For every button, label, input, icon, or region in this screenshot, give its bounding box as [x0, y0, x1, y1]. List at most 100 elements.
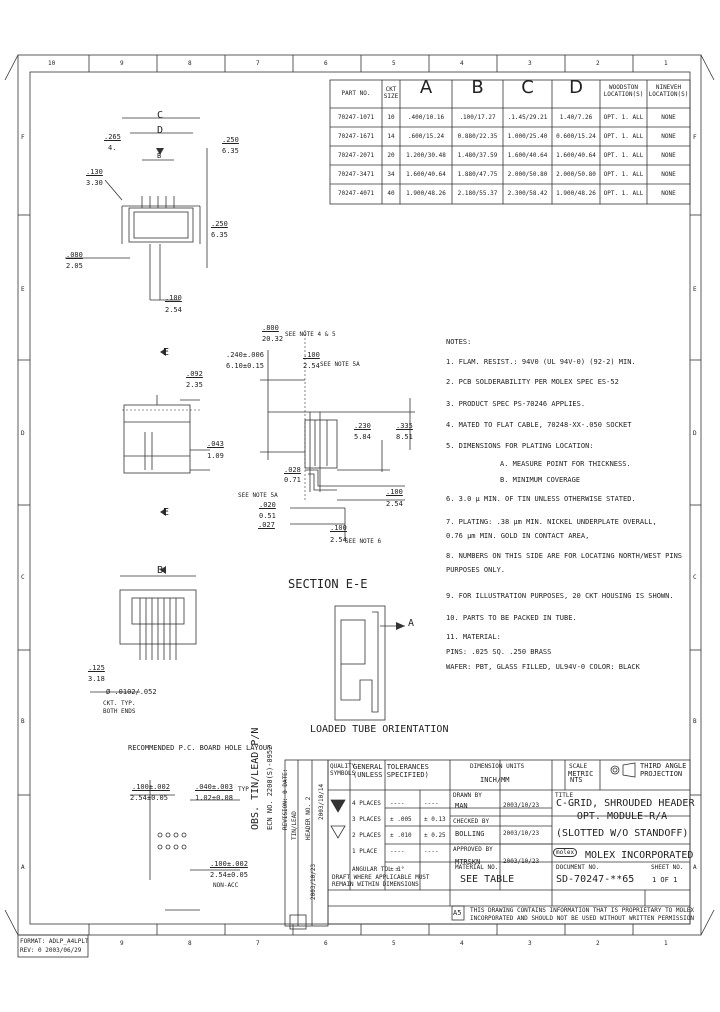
dimension-units: INCH/MM: [480, 776, 510, 784]
zone-col-5-bottom: 5: [392, 940, 396, 947]
table-cell: 70247-1671: [337, 133, 375, 140]
part-table-frame: [329, 79, 691, 205]
drawn-date: 2003/10/23: [503, 802, 540, 809]
section-title: SECTION E-E: [288, 577, 368, 591]
table-cell: 10: [387, 114, 395, 121]
dim-c-label: C: [157, 110, 164, 121]
drawing-title-line1: C-GRID, SHROUDED HEADER: [556, 798, 695, 809]
side-view-body: [123, 404, 191, 474]
drawn-by: MAN: [455, 802, 468, 810]
metric: METRIC: [568, 770, 594, 778]
dim-b-label: B: [157, 152, 162, 160]
table-cell: 70247-4071: [337, 190, 375, 197]
table-header-woodston: WOODSTON LOCATION(S): [603, 84, 644, 98]
table-cell: 1.600/40.64: [556, 152, 596, 159]
dim-125-mm: 3.18: [88, 675, 105, 683]
dim-100-section: .100: [303, 351, 320, 359]
quality-symbols-label: QUALITY SYMBOLS: [330, 763, 356, 777]
table-cell: NONE: [661, 152, 676, 159]
approved-by: MTRSKN: [455, 858, 481, 866]
draft-note: DRAFT WHERE APPLICABLE MUST REMAIN WITHI…: [332, 874, 430, 888]
obs-revision: REVISION: 0 DATE:: [282, 768, 289, 830]
title-block-frame: [327, 759, 691, 925]
zone-row-a-right: A: [693, 864, 697, 871]
zone-col-10: 10: [48, 60, 56, 67]
zone-row-f-right: F: [693, 134, 697, 141]
table-cell: 1.000/25.40: [507, 133, 548, 140]
tol-places: 2 PLACES: [352, 832, 381, 839]
zone-col-7: 7: [256, 60, 260, 67]
table-cell: 1.880/47.75: [457, 171, 498, 178]
doc-no-label: DOCUMENT NO.: [556, 864, 600, 871]
dim-hole-ckt: CKT. TYP.: [103, 700, 136, 707]
tol-places: 3 PLACES: [352, 816, 381, 823]
company-name: MOLEX INCORPORATED: [585, 850, 694, 861]
approved-by-label: APPROVED BY: [453, 846, 493, 853]
dim-hole-ends: BOTH ENDS: [103, 708, 136, 715]
tol-value-mm: ± 0.13: [424, 816, 446, 823]
table-cell: 14: [387, 133, 395, 140]
proprietary-line1: THIS DRAWING CONTAINS INFORMATION THAT I…: [470, 907, 694, 914]
table-cell: 1.200/30.48: [406, 152, 446, 159]
note-item: 5. DIMENSIONS FOR PLATING LOCATION:: [446, 442, 594, 450]
obs-tin-lead: OBS. TIN/LEAD P/N: [250, 727, 261, 830]
format-rev: REV: 0 2003/06/29: [20, 947, 82, 954]
table-cell: OPT. 1. ALL: [603, 171, 644, 178]
note-item: B. MINIMUM COVERAGE: [500, 476, 581, 484]
table-cell: OPT. 1. ALL: [603, 190, 644, 197]
note-item: 7. PLATING: .38 µm MIN. NICKEL UNDERPLAT…: [446, 518, 657, 526]
molex-logo: molex: [553, 848, 578, 857]
table-cell: 2.000/50.80: [556, 171, 596, 178]
table-cell: NONE: [661, 171, 676, 178]
zone-row-d-left: D: [21, 430, 25, 437]
table-cell: 2.300/58.42: [507, 190, 548, 197]
dim-335-mm: 8.51: [396, 433, 413, 441]
zone-col-2: 2: [596, 60, 600, 67]
dim-028: .028: [284, 466, 301, 474]
obs-item: 2003/10/14: [318, 783, 325, 820]
zone-col-1: 1: [664, 60, 668, 67]
material-no: SEE TABLE: [460, 874, 515, 885]
proprietary-line2: INCORPORATED AND SHOULD NOT BE USED WITH…: [470, 915, 694, 922]
note-item: 4. MATED TO FLAT CABLE, 70248-XX-.050 SO…: [446, 421, 632, 429]
note-item: PURPOSES ONLY.: [446, 566, 506, 574]
note-item: 0.76 µm MIN. GOLD IN CONTACT AREA,: [446, 532, 590, 540]
projection: THIRD ANGLE PROJECTION: [640, 762, 687, 778]
tol-value: ± 1°: [390, 866, 405, 873]
zone-row-e-left: E: [21, 286, 25, 293]
dim-100-mm: 2.54: [165, 306, 182, 314]
table-cell: 1.600/40.64: [507, 152, 548, 159]
drawing-title-line2: OPT. MODULE-R/A: [576, 811, 668, 822]
see-note-5a: SEE NOTE 5A: [320, 361, 360, 368]
dim-100-pcb-mm: 2.54±0.05: [130, 794, 168, 802]
dim-100-c-mm: 2.54: [330, 536, 347, 544]
table-cell: 0.880/22.35: [457, 133, 498, 140]
zone-row-c-left: C: [21, 574, 25, 581]
zone-col-2-bottom: 2: [596, 940, 600, 947]
drawn-by-label: DRAWN BY: [453, 792, 482, 799]
table-cell: 1.480/37.59: [457, 152, 498, 159]
dim-130: .130: [86, 168, 103, 176]
zone-col-7-bottom: 7: [256, 940, 260, 947]
dim-250-side: .250: [211, 220, 228, 228]
dim-028-mm: 0.71: [284, 476, 301, 484]
table-cell: 2.180/55.37: [457, 190, 498, 197]
dim-100-pcb-2: .100±.002: [210, 860, 248, 868]
dim-typ: TYP: [238, 786, 249, 793]
zone-col-6-bottom: 6: [324, 940, 328, 947]
table-cell: 1.600/40.64: [406, 171, 446, 178]
dim-080-mm: 2.05: [66, 262, 83, 270]
table-cell: OPT. 1. ALL: [603, 114, 644, 121]
zone-col-5: 5: [392, 60, 396, 67]
table-header-nineveh: NINEVEH LOCATION(S): [648, 84, 689, 98]
note-item: WAFER: PBT, GLASS FILLED, UL94V-0 COLOR:…: [446, 663, 640, 671]
note-item: A. MEASURE POINT FOR THICKNESS.: [500, 460, 631, 468]
top-view-body: [128, 207, 194, 243]
dim-043-mm: 1.09: [207, 452, 224, 460]
dim-020-mm: 0.51: [259, 512, 276, 520]
zone-col-9-bottom: 9: [120, 940, 124, 947]
document-number: SD-70247-**65: [556, 874, 635, 885]
table-cell: OPT. 1. ALL: [603, 152, 644, 159]
dim-230: .230: [354, 422, 371, 430]
table-cell: NONE: [661, 190, 676, 197]
